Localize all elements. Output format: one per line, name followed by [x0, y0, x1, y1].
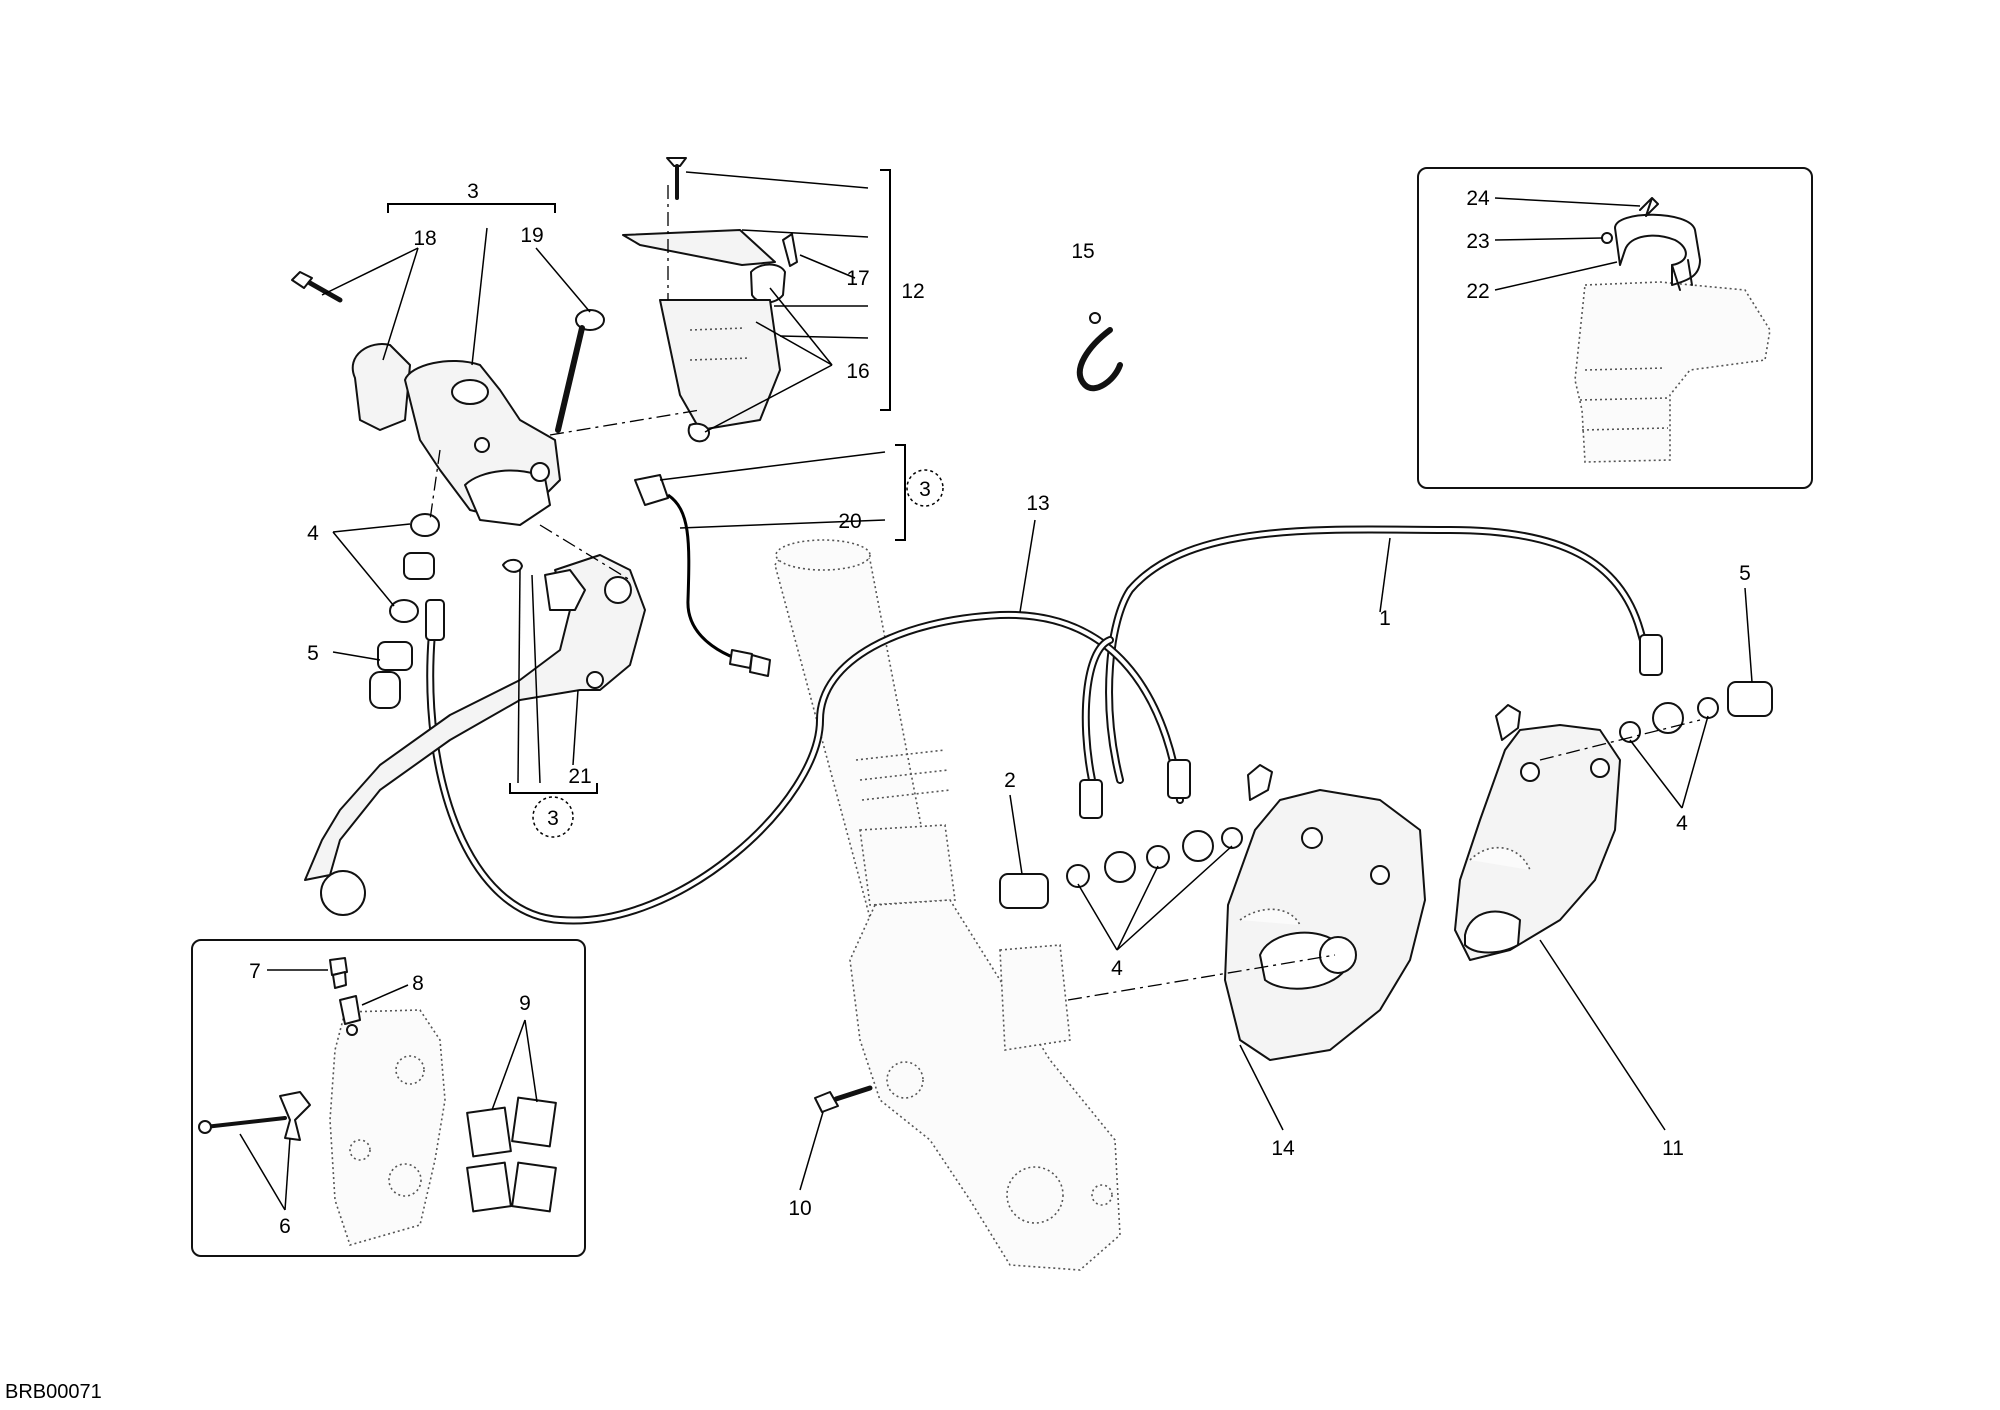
- reference-marker-bottom: 3: [532, 796, 574, 838]
- callout-5-right: 5: [1739, 562, 1751, 585]
- reference-marker-top: 3: [906, 469, 944, 507]
- brake-hoses: [425, 525, 1773, 925]
- reference-marker-label: 3: [547, 807, 559, 830]
- callout-4-right-caliper: 4: [1676, 812, 1688, 835]
- callout-24: 24: [1466, 187, 1490, 210]
- diagram-code: BRB00071: [5, 1381, 102, 1403]
- callout-11: 11: [1662, 1137, 1684, 1160]
- callout-21: 21: [568, 765, 591, 788]
- callout-20: 20: [838, 510, 861, 533]
- callout-3: 3: [467, 180, 479, 203]
- callout-5-master: 5: [307, 642, 319, 665]
- group-brackets: [387, 169, 906, 794]
- callout-14: 14: [1271, 1137, 1295, 1160]
- callout-15: 15: [1071, 240, 1094, 263]
- callout-4-left-caliper: 4: [1111, 957, 1123, 980]
- inset-clamp-detail: [1417, 167, 1813, 489]
- callout-16: 16: [846, 360, 869, 383]
- reference-marker-label: 3: [919, 478, 931, 501]
- master-cylinder-assembly: [291, 157, 798, 916]
- callout-2: 2: [1004, 769, 1016, 792]
- callout-leaders: [321, 171, 1753, 1191]
- callout-22: 22: [1466, 280, 1489, 303]
- callout-6: 6: [279, 1215, 291, 1238]
- callout-12: 12: [901, 280, 924, 303]
- right-brake-caliper: [1454, 704, 1621, 961]
- callout-19: 19: [520, 224, 543, 247]
- callout-23: 23: [1466, 230, 1489, 253]
- hose-clip: [1076, 312, 1123, 392]
- left-brake-caliper: [1224, 764, 1426, 1061]
- front-fork-leg: [774, 539, 1121, 1271]
- callout-1: 1: [1379, 607, 1391, 630]
- callout-7: 7: [249, 960, 261, 983]
- callout-17: 17: [846, 267, 869, 290]
- callout-13: 13: [1026, 492, 1049, 515]
- callout-18: 18: [413, 227, 436, 250]
- callout-9: 9: [519, 992, 531, 1015]
- callout-8: 8: [412, 972, 424, 995]
- assembly-dash-lines: [429, 185, 1701, 1001]
- callout-labels: 1 2 3 4 4 4 5 5 6 7 8 9 10 11 12 13 14 1…: [249, 180, 1751, 1238]
- callout-4-master: 4: [307, 522, 319, 545]
- inset-caliper-parts-detail: [191, 939, 586, 1257]
- callout-10: 10: [788, 1197, 811, 1220]
